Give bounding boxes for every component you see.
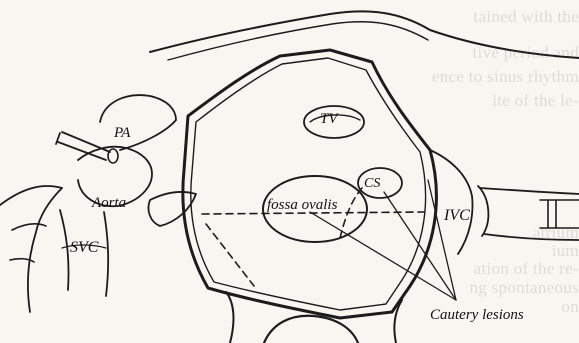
pericardium-edge: [150, 11, 579, 58]
label-aorta: Aorta: [92, 196, 126, 211]
ivc-snare: [478, 186, 488, 236]
bottom-vessel-left: [226, 292, 233, 343]
bottom-retractor-loop: [264, 316, 358, 343]
left-vessel-lower: [10, 224, 46, 262]
pulmonary-artery: [100, 95, 176, 150]
label-ivc: IVC: [444, 208, 470, 224]
left-vessel-loop: [0, 186, 62, 312]
lesion-line-lower: [206, 224, 254, 286]
label-pa: PA: [114, 126, 130, 141]
label-fossa-ovalis: fossa ovalis: [267, 198, 337, 213]
cannula-tip: [108, 149, 118, 163]
inferior-vena-cava: [480, 188, 579, 240]
label-svc: SVC: [70, 240, 98, 256]
label-cautery-lesions: Cautery lesions: [430, 308, 524, 323]
ivc-cannula: [540, 200, 579, 228]
label-cs: CS: [364, 177, 380, 191]
label-tv: TV: [320, 112, 338, 127]
atrium-outer-rim: [183, 50, 437, 318]
left-retraction-flap: [148, 192, 196, 226]
